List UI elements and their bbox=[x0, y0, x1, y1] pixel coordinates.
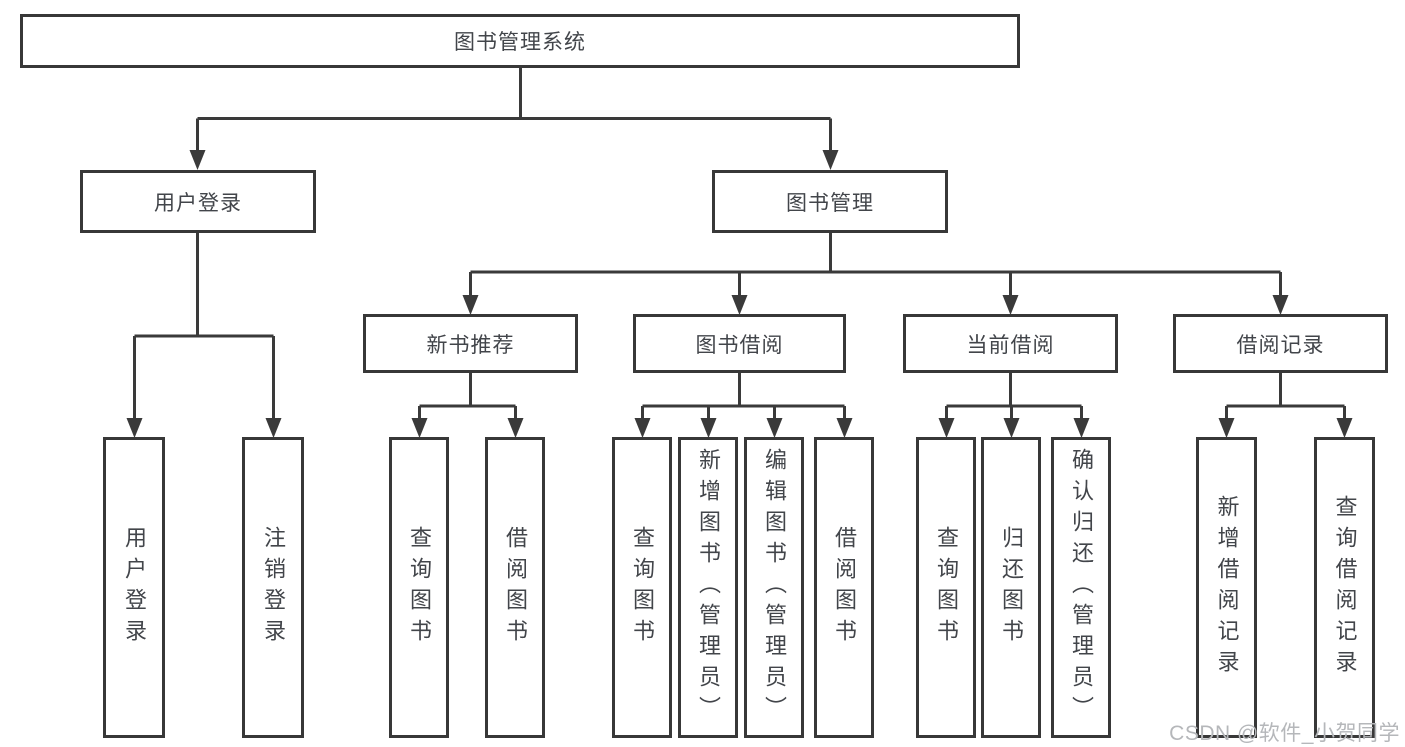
arrowhead bbox=[938, 418, 1090, 438]
arrowhead bbox=[411, 418, 524, 438]
leaf-return-books-label: 归还图书 bbox=[999, 525, 1024, 650]
node-root: 图书管理系统 bbox=[20, 14, 1020, 68]
node-user-login-label: 用户登录 bbox=[154, 191, 242, 215]
leaf-query-books-2: 查询图书 bbox=[612, 437, 672, 738]
edge-new-book-to-leaves bbox=[411, 373, 524, 438]
leaf-return-books: 归还图书 bbox=[981, 437, 1041, 738]
leaf-logout-label: 注销登录 bbox=[261, 525, 286, 650]
leaf-logout: 注销登录 bbox=[242, 437, 304, 738]
leaf-user-login: 用户登录 bbox=[103, 437, 165, 738]
arrowhead bbox=[1218, 418, 1353, 438]
leaf-borrow-books: 借阅图书 bbox=[485, 437, 545, 738]
leaf-query-books-2-label: 查询图书 bbox=[630, 525, 655, 650]
edge-user-login-to-leaves bbox=[126, 233, 282, 438]
leaf-query-books-3-label: 查询图书 bbox=[934, 525, 959, 650]
csdn-watermark: CSDN @软件_小贺同学 bbox=[1169, 722, 1400, 745]
leaf-confirm-return-admin-label: 确认归还（管理员） bbox=[1069, 448, 1094, 727]
leaf-borrow-books-label: 借阅图书 bbox=[503, 525, 528, 650]
leaf-query-books: 查询图书 bbox=[389, 437, 449, 738]
edge-current-borrow-to-leaves bbox=[938, 373, 1090, 438]
node-borrow-records-label: 借阅记录 bbox=[1236, 333, 1325, 357]
arrowhead bbox=[126, 418, 282, 438]
leaf-query-borrow-record-label: 查询借阅记录 bbox=[1332, 494, 1358, 681]
leaf-query-books-3: 查询图书 bbox=[916, 437, 976, 738]
leaf-query-borrow-record: 查询借阅记录 bbox=[1314, 437, 1375, 738]
node-user-login: 用户登录 bbox=[80, 170, 316, 233]
arrowhead bbox=[189, 150, 839, 170]
leaf-confirm-return-admin: 确认归还（管理员） bbox=[1051, 437, 1111, 738]
leaf-add-books-admin: 新增图书（管理员） bbox=[678, 437, 738, 738]
node-book-borrowing: 图书借阅 bbox=[633, 314, 846, 373]
node-new-book-recommend: 新书推荐 bbox=[363, 314, 578, 373]
arrowhead bbox=[462, 295, 1289, 315]
node-book-management-label: 图书管理 bbox=[786, 191, 874, 215]
leaf-query-books-label: 查询图书 bbox=[407, 525, 432, 650]
arrowhead bbox=[634, 418, 853, 438]
leaf-add-borrow-record-label: 新增借阅记录 bbox=[1214, 494, 1240, 681]
leaf-user-login-label: 用户登录 bbox=[122, 525, 147, 650]
node-borrow-records: 借阅记录 bbox=[1173, 314, 1388, 373]
edge-book-mgmt-to-level3 bbox=[462, 233, 1289, 315]
leaf-add-borrow-record: 新增借阅记录 bbox=[1196, 437, 1257, 738]
node-current-borrowing: 当前借阅 bbox=[903, 314, 1118, 373]
node-root-label: 图书管理系统 bbox=[454, 31, 586, 54]
leaf-edit-books-admin-label: 编辑图书（管理员） bbox=[762, 448, 787, 727]
leaf-borrow-books-2: 借阅图书 bbox=[814, 437, 874, 738]
node-current-borrowing-label: 当前借阅 bbox=[966, 333, 1055, 357]
node-book-borrowing-label: 图书借阅 bbox=[695, 333, 784, 357]
node-new-book-recommend-label: 新书推荐 bbox=[426, 333, 515, 357]
edge-book-borrow-to-leaves bbox=[634, 373, 853, 438]
node-book-management: 图书管理 bbox=[712, 170, 948, 233]
edge-root-to-level2 bbox=[189, 68, 839, 170]
leaf-add-books-admin-label: 新增图书（管理员） bbox=[696, 448, 721, 727]
leaf-borrow-books-2-label: 借阅图书 bbox=[832, 525, 857, 650]
edge-borrow-records-to-leaves bbox=[1218, 373, 1353, 438]
leaf-edit-books-admin: 编辑图书（管理员） bbox=[744, 437, 804, 738]
